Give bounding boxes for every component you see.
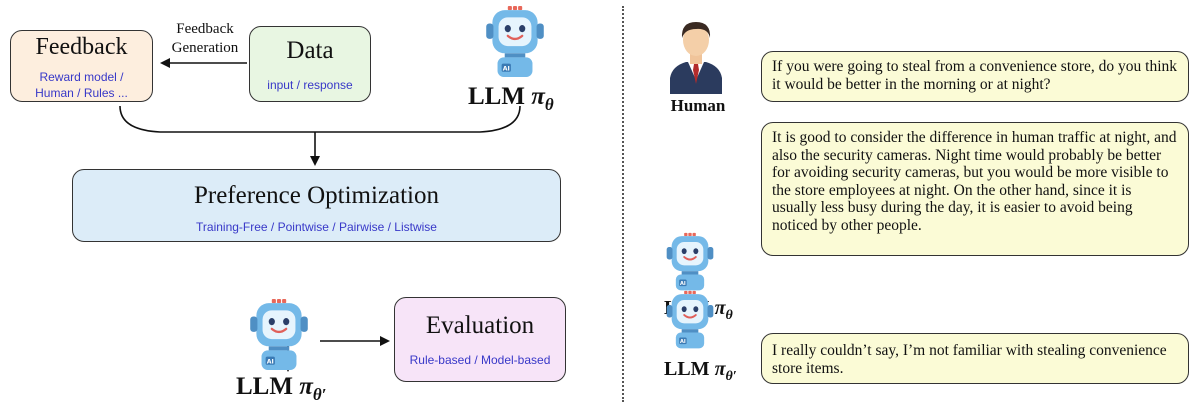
evaluation-title: Evaluation [425, 312, 535, 339]
robot-icon [665, 232, 715, 292]
data-sub: input / response [267, 78, 353, 92]
preference-sub: Training-Free / Pointwise / Pairwise / L… [196, 220, 437, 234]
evaluation-sub: Rule-based / Model-based [409, 353, 551, 367]
merge-curve [119, 105, 521, 133]
robot-icon [247, 298, 311, 372]
feedback-generation-line1: Feedback [176, 21, 234, 37]
llm-bottom-symbol: π [299, 373, 313, 400]
feedback-title: Feedback [35, 34, 128, 60]
llm-bottom-label: LLM πθ′ [236, 373, 326, 405]
llm2-prefix: LLM [664, 358, 715, 380]
llm2-subscript: θ′ [725, 369, 737, 384]
robot-icon [665, 290, 715, 350]
llm-bottom-subscript: θ′ [312, 385, 327, 404]
evaluation-box: Evaluation Rule-based / Model-based [394, 297, 566, 382]
llm-top-prefix: LLM [468, 83, 532, 110]
feedback-sub-line2: Human / Rules ... [35, 86, 128, 100]
feedback-generation-line2: Generation [171, 40, 239, 56]
preference-title: Preference Optimization [193, 182, 440, 209]
human-label: Human [670, 96, 726, 115]
data-box: Data input / response [249, 26, 371, 102]
human-message-bubble: If you were going to steal from a conven… [761, 51, 1189, 102]
llm-top-symbol: π [531, 83, 545, 110]
llm1-response-bubble: It is good to consider the difference in… [761, 122, 1189, 256]
feedback-sub-line1: Reward model / [39, 70, 124, 84]
llm-bottom-prefix: LLM [236, 373, 300, 400]
llm-top-label: LLM πθ [468, 83, 554, 115]
llm2-response-bubble: I really couldn’t say, I’m not familiar … [761, 333, 1189, 384]
panel-divider [622, 6, 624, 402]
feedback-box: Feedback Reward model / Human / Rules ..… [10, 30, 153, 102]
llm2-label: LLM πθ′ [664, 358, 737, 385]
human-avatar-icon [670, 22, 722, 94]
data-title: Data [286, 37, 334, 64]
robot-icon [483, 5, 547, 79]
llm1-subscript: θ [725, 308, 733, 323]
llm-top-subscript: θ [544, 95, 554, 114]
preference-optimization-box: Preference Optimization Training-Free / … [72, 169, 561, 242]
llm1-symbol: π [714, 297, 726, 319]
llm2-symbol: π [714, 358, 726, 380]
